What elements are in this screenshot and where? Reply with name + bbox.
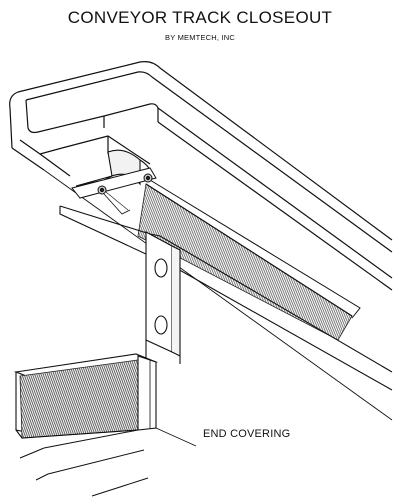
track-channel [9, 61, 393, 421]
diagram-subtitle: BY MEMTECH, INC [165, 33, 235, 42]
support-post [145, 231, 181, 364]
end-covering-box [13, 353, 159, 439]
channel-lower-flange [59, 205, 393, 391]
end-covering-label: END COVERING [203, 428, 291, 440]
mounting-clip [71, 167, 157, 215]
diagram-title: CONVEYOR TRACK CLOSEOUT [67, 8, 333, 27]
lower-rails [19, 427, 197, 497]
